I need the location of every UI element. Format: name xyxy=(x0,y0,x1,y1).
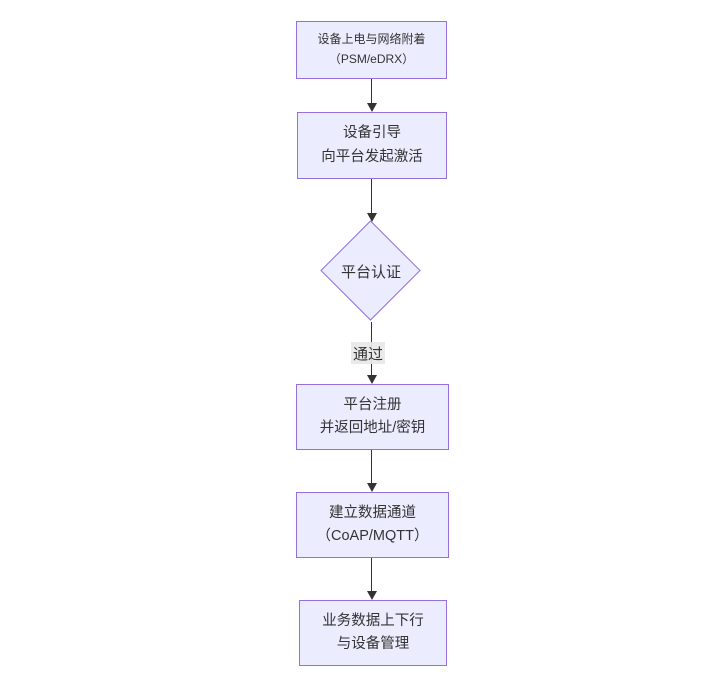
edge-a-b xyxy=(371,79,372,104)
node-device-bootstrap: 设备引导 向平台发起激活 xyxy=(297,112,447,179)
node-label-line: 业务数据上下行 xyxy=(322,612,424,629)
edge-e-f xyxy=(371,558,372,591)
node-business-data-device-mgmt: 业务数据上下行 与设备管理 xyxy=(299,600,447,666)
edge-b-c xyxy=(371,179,372,214)
node-label-line: 设备引导 xyxy=(343,125,401,142)
node-establish-data-channel: 建立数据通道 （CoAP/MQTT） xyxy=(296,492,449,558)
node-label-line: （CoAP/MQTT） xyxy=(316,528,429,544)
node-platform-register: 平台注册 并返回地址/密钥 xyxy=(296,384,449,450)
node-label-line: （PSM/eDRX） xyxy=(328,52,415,66)
node-label-line: 与设备管理 xyxy=(336,636,410,652)
node-device-power-network-attach: 设备上电与网络附着 （PSM/eDRX） xyxy=(296,21,447,79)
arrowhead-icon xyxy=(367,591,377,600)
decision-platform-auth: 平台认证 xyxy=(340,263,401,281)
arrowhead-icon xyxy=(367,375,377,384)
node-label-line: 并返回地址/密钥 xyxy=(319,420,426,436)
node-label-line: 设备上电与网络附着 xyxy=(317,32,426,47)
node-label-line: 向平台发起激活 xyxy=(321,148,423,165)
edge-label-pass: 通过 xyxy=(351,342,386,364)
node-label-line: 平台注册 xyxy=(343,396,402,413)
arrowhead-icon xyxy=(367,483,377,492)
arrowhead-icon xyxy=(367,213,377,222)
edge-d-e xyxy=(371,450,372,483)
node-label-line: 建立数据通道 xyxy=(329,504,416,521)
arrowhead-icon xyxy=(367,103,377,112)
